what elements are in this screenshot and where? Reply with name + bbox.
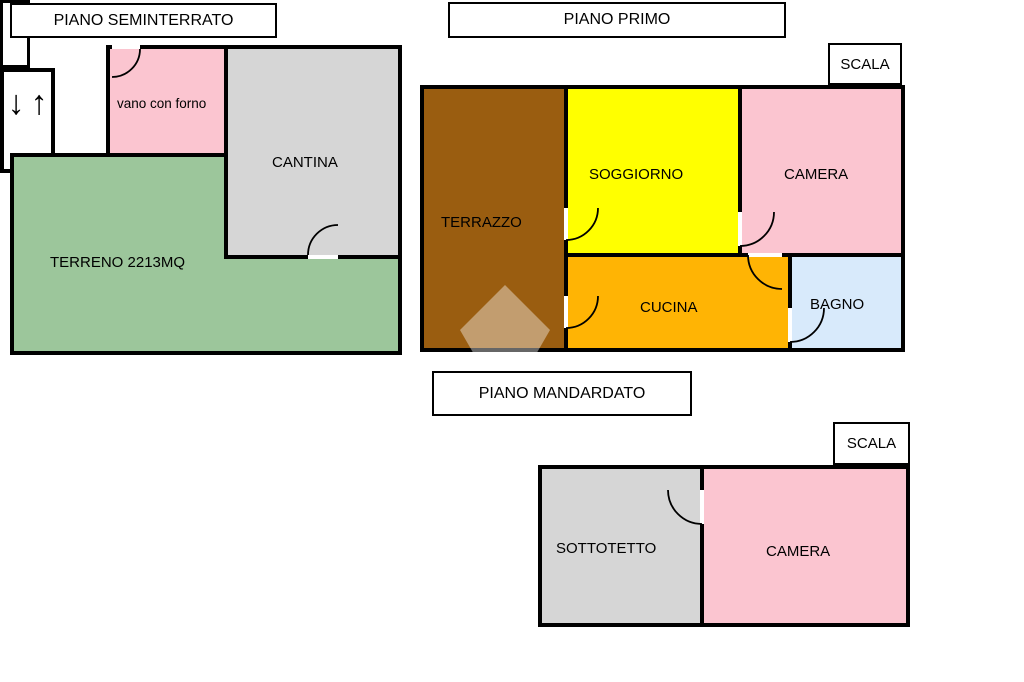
scala-primo-label: SCALA xyxy=(840,55,890,73)
stairs-down-arrow-icon: ↓ xyxy=(7,84,25,122)
title-piano-mansardato-label: PIANO MANDARDATO xyxy=(478,384,646,402)
title-piano-primo-label: PIANO PRIMO xyxy=(563,11,671,28)
room-camera-primo xyxy=(738,85,905,257)
label-vano-con-forno: vano con forno xyxy=(117,96,207,111)
stairs-up-arrow-icon: ↑ xyxy=(30,84,48,122)
scala-box-mansardato: SCALA xyxy=(833,422,910,465)
label-cantina: CANTINA xyxy=(272,154,338,171)
room-cantina xyxy=(224,45,402,259)
title-piano-seminterrato-label: PIANO SEMINTERRATO xyxy=(53,11,234,29)
label-terreno: TERRENO 2213MQ xyxy=(50,254,186,271)
room-camera-mansardato xyxy=(700,465,910,627)
label-soggiorno: SOGGIORNO xyxy=(589,166,684,183)
label-camera-primo: CAMERA xyxy=(784,166,849,183)
label-cucina: CUCINA xyxy=(640,299,698,316)
label-sottotetto: SOTTOTETTO xyxy=(556,540,657,557)
title-piano-seminterrato: PIANO SEMINTERRATO xyxy=(10,3,277,38)
title-piano-primo: PIANO PRIMO xyxy=(448,2,786,38)
scala-box-primo: SCALA xyxy=(828,43,902,85)
label-bagno: BAGNO xyxy=(810,296,865,313)
label-camera-mansardato: CAMERA xyxy=(766,543,831,560)
title-piano-mansardato: PIANO MANDARDATO xyxy=(432,371,692,416)
scala-mansardato-label: SCALA xyxy=(846,435,897,452)
label-terrazzo: TERRAZZO xyxy=(441,214,522,231)
